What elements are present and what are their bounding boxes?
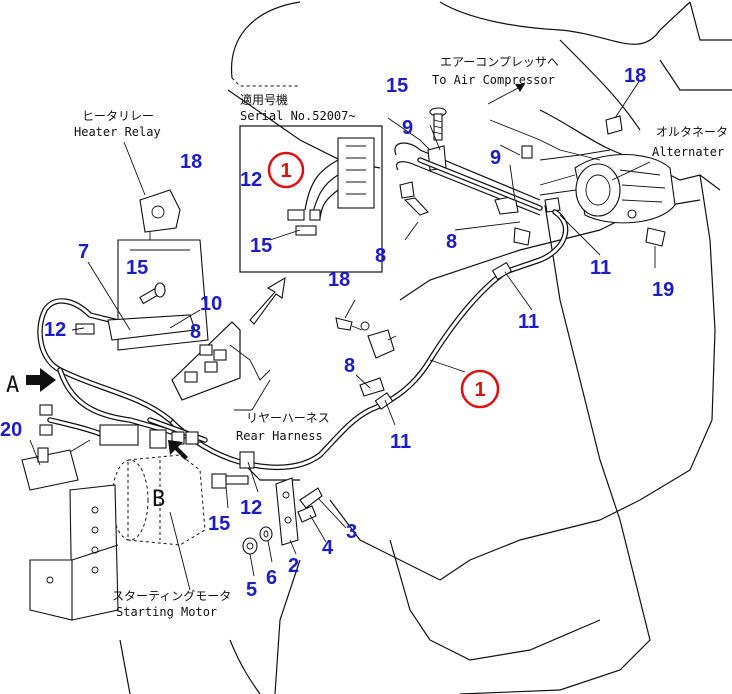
callout-15-left: 15 (126, 257, 148, 279)
callout-15-top: 15 (386, 75, 408, 97)
highlight-1-main: 1 (474, 379, 485, 401)
heater-relay-label-jp: ヒータリレー (82, 109, 154, 123)
air-compressor-line (394, 119, 611, 216)
connector-block-10 (171, 321, 271, 401)
serial-inset (239, 125, 383, 273)
nut-5 (242, 537, 258, 555)
view-a-label: A (6, 373, 19, 398)
heater-relay (139, 189, 181, 252)
bolt-15-left (139, 282, 166, 305)
air-compressor-label-en: To Air Compressor (432, 73, 555, 87)
callout-3: 3 (346, 521, 357, 543)
starting-motor-label-jp: スターティングモータ (112, 589, 231, 603)
callout-2: 2 (288, 555, 299, 577)
clip-3 (299, 487, 323, 509)
bolt-15-low (211, 473, 249, 489)
washer-6 (259, 526, 273, 542)
leader-lines (29, 79, 656, 591)
view-arrow-a (26, 368, 56, 392)
callout-4: 4 (322, 537, 334, 559)
highlight-1-inset: 1 (280, 160, 291, 182)
alternator-label-jp: オルタネータ (656, 125, 728, 139)
part-18-top (605, 115, 623, 135)
callout-18-center: 18 (328, 269, 350, 291)
rear-harness-label-en: Rear Harness (236, 429, 323, 443)
air-compressor-label-jp: エアーコンプレッサへ (440, 55, 559, 69)
starting-motor-label-en: Starting Motor (116, 605, 217, 619)
callout-5: 5 (246, 579, 257, 601)
view-b-label: B (152, 487, 165, 512)
bolt-15-top (429, 107, 447, 141)
callout-numbers: 15 18 9 9 18 12 15 8 8 11 19 7 15 18 11 … (0, 65, 674, 601)
callout-18-top: 18 (624, 65, 646, 87)
callout-7: 7 (78, 241, 89, 263)
bracket-2 (275, 477, 299, 546)
starting-motor (111, 454, 206, 546)
highlight-callouts: 1 1 (267, 151, 500, 409)
callout-19: 19 (652, 279, 674, 301)
callout-11-low: 11 (390, 431, 411, 453)
callout-8-left: 8 (190, 321, 201, 343)
callout-12-left: 12 (44, 319, 66, 341)
callout-18-relay: 18 (180, 151, 202, 173)
alternator (539, 154, 676, 224)
rear-harness-label-jp: リヤーハーネス (246, 411, 330, 425)
serial-label-jp: 適用号機 (240, 92, 288, 107)
heater-relay-label-en: Heater Relay (74, 125, 161, 139)
part-18-center (335, 317, 370, 331)
highlight-ring-main (460, 369, 500, 409)
callout-8-upper: 8 (375, 245, 386, 267)
callout-6: 6 (266, 567, 277, 589)
callout-15-low: 15 (208, 513, 230, 535)
engine-mount-bracket (29, 484, 119, 621)
callout-12-inset: 12 (240, 169, 262, 191)
alternator-label-en: Alternater (652, 145, 724, 159)
callout-20: 20 (0, 419, 22, 441)
callout-8-mid: 8 (446, 231, 457, 253)
highlight-ring-inset (267, 151, 305, 189)
air-compressor-arrow (487, 84, 525, 105)
callout-15-inset: 15 (250, 235, 272, 257)
callout-9-right: 9 (490, 147, 501, 169)
callout-11-right: 11 (590, 257, 611, 279)
part-19 (645, 227, 666, 247)
callout-8-center: 8 (344, 355, 355, 377)
clamp-8-center (359, 329, 397, 397)
inset-pointer-arrow (249, 276, 286, 325)
text-labels: 適用号機 Serial No.52007~ ヒータリレー Heater Rela… (6, 55, 728, 619)
callout-9-left: 9 (402, 117, 413, 139)
clip-4 (297, 505, 317, 523)
view-arrow-b (168, 440, 188, 460)
callout-10: 10 (200, 293, 222, 315)
callout-12-low: 12 (240, 497, 262, 519)
relay-20 (21, 439, 91, 491)
serial-label-en: Serial No.52007~ (240, 109, 356, 123)
callout-11-mid: 11 (518, 311, 539, 333)
